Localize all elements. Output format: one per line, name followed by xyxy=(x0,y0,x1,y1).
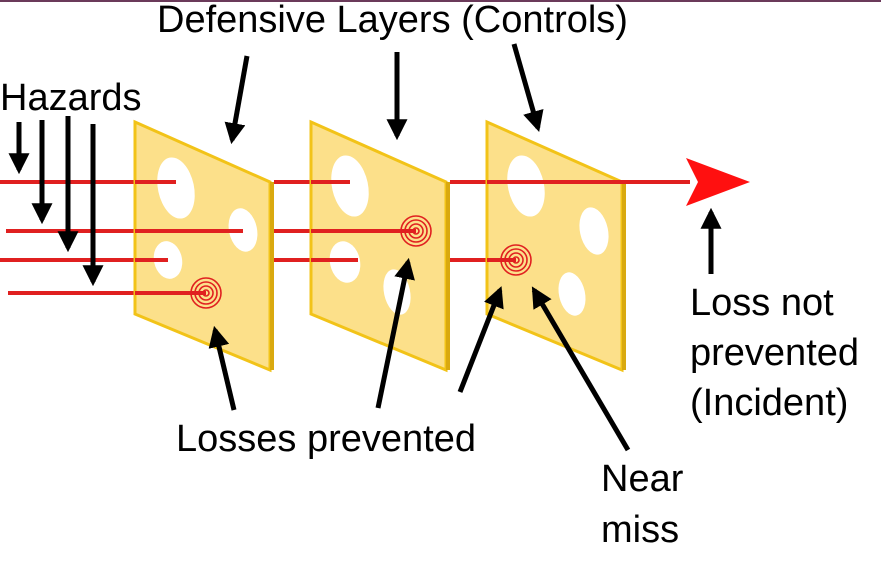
loss-prevented-mark-1 xyxy=(190,277,222,309)
callout-arrows xyxy=(8,43,722,452)
near-miss-mark xyxy=(500,244,532,276)
defensive-layer-1 xyxy=(133,119,274,373)
hazard-lines-gap-1 xyxy=(274,180,312,262)
slice-hole xyxy=(579,207,609,255)
slice-hole xyxy=(507,155,545,217)
hazard-lines-gap-2 xyxy=(450,180,488,262)
slice-hole xyxy=(558,272,586,316)
defensive-layer-2 xyxy=(309,119,450,373)
incident-arrowhead xyxy=(686,158,750,206)
near-miss-arrow xyxy=(531,286,631,452)
hazards-label: Hazards xyxy=(0,77,142,119)
losses-prevented-label: Losses prevented xyxy=(176,418,476,460)
losses-arrow-1 xyxy=(208,325,237,411)
near-miss-label-line-2: miss xyxy=(601,509,680,551)
layer-arrow-3 xyxy=(511,43,544,133)
loss-not-prevented-label-line-3: (Incident) xyxy=(690,382,849,424)
hazard-lines-slice-1 xyxy=(135,180,243,295)
near-miss-label-line-1: Near xyxy=(601,458,684,500)
top-border xyxy=(0,0,881,2)
loss-not-prevented-label-line-1: Loss not xyxy=(690,282,834,324)
hazard-lines-slice-2 xyxy=(311,180,416,262)
defensive-layers-label: Defensive Layers (Controls) xyxy=(157,0,628,41)
loss-prevented-mark-2 xyxy=(400,215,432,247)
slice-hole xyxy=(331,155,369,217)
loss-not-prevented-label-line-2: prevented xyxy=(690,332,860,374)
slice-hole xyxy=(157,157,195,219)
layer-arrow-1 xyxy=(224,55,250,145)
losses-arrow-2 xyxy=(375,257,415,409)
losses-arrow-3 xyxy=(457,286,504,393)
